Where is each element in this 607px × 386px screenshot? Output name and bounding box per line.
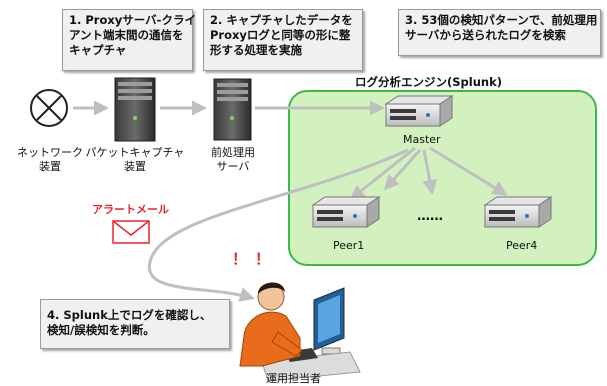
callout-step-4: 4. Splunk上でログを確認し、 検知/誤検知を判断。 <box>40 299 230 349</box>
arrow-master-to-peer4 <box>429 146 508 196</box>
peer1-label: Peer1 <box>333 239 365 252</box>
preprocess-server-label-line-2: サーバ <box>216 160 250 173</box>
peer4-label: Peer4 <box>506 239 538 252</box>
callout-step-2: 2. キャプチャしたデータを Proxyログと同等の形に整 形する処理を実施 <box>203 9 363 71</box>
operator-at-computer-icon <box>239 282 361 381</box>
master-server-icon <box>384 95 454 127</box>
flow-arrows <box>73 100 508 302</box>
network-device-label-line-1: ネットワーク <box>17 146 83 159</box>
packet-capture-label-line-2: 装置 <box>124 160 146 173</box>
arrow-master-to-mid1 <box>383 148 422 191</box>
callout-2-line-1: 2. キャプチャしたデータを <box>210 13 353 27</box>
callout-4-line-1: 4. Splunk上でログを確認し、 <box>47 308 212 322</box>
engine-title: ログ分析エンジン(Splunk) <box>355 75 502 89</box>
operator-label: 運用担当者 <box>266 372 321 385</box>
callout-1-line-2: アント端末間の通信を <box>69 28 184 42</box>
preprocess-server-label-line-1: 前処理用 <box>211 146 255 159</box>
callout-step-3: 3. 53個の検知パターンで、前処理用 サーバから送られたログを検索 <box>398 9 601 56</box>
mail-icon <box>112 220 150 244</box>
callout-step-1: 1. Proxyサーバ-クライ アント端末間の通信を キャプチャ <box>62 9 196 71</box>
callout-1-line-1: 1. Proxyサーバ-クライ <box>69 13 196 27</box>
peer4-server-icon <box>483 196 553 228</box>
packet-capture-server-icon <box>114 77 156 142</box>
exclamation-marks: ！！ <box>232 250 279 268</box>
ellipsis-label: …… <box>417 209 443 224</box>
callout-2-line-3: 形する処理を実施 <box>210 43 302 57</box>
callout-3-line-2: サーバから送られたログを検索 <box>405 28 566 42</box>
callout-2-line-2: Proxyログと同等の形に整 <box>210 28 351 42</box>
arrow-master-to-mid2 <box>422 149 438 195</box>
packet-capture-label-line-1: パケットキャプチャ <box>85 146 185 159</box>
network-device-label-line-2: 装置 <box>39 160 61 173</box>
packet-capture-label: パケットキャプチャ 装置 <box>82 146 188 174</box>
network-device-icon <box>30 89 68 127</box>
callout-1-line-3: キャプチャ <box>69 43 127 57</box>
callout-3-line-1: 3. 53個の検知パターンで、前処理用 <box>405 13 598 27</box>
alert-mail-label: アラートメール <box>92 203 169 216</box>
preprocess-server-icon <box>213 78 252 141</box>
network-device-label: ネットワーク 装置 <box>7 146 93 174</box>
peer1-server-icon <box>311 196 381 228</box>
preprocess-server-label: 前処理用 サーバ <box>198 146 268 174</box>
arrow-master-to-peer1 <box>349 146 416 200</box>
master-label: Master <box>403 133 441 146</box>
arrow-master-to-operator <box>147 148 409 302</box>
callout-4-line-2: 検知/誤検知を判断。 <box>47 323 155 337</box>
